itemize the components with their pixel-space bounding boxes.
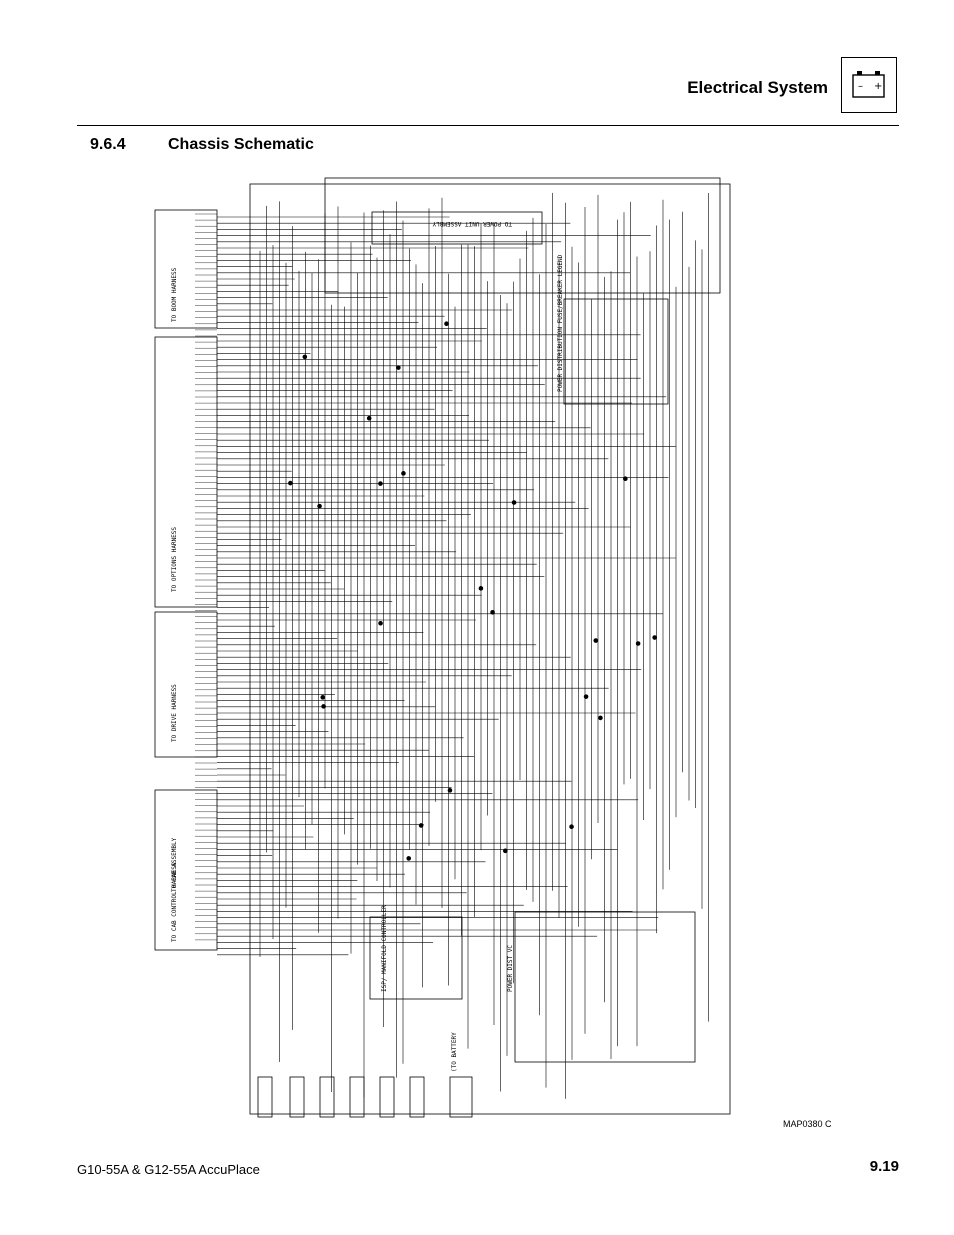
battery-label: (TO BATTERY: [451, 1032, 458, 1072]
wire-junction: [320, 695, 326, 700]
page-number: 9.19: [869, 1158, 899, 1175]
wire-junction: [317, 503, 322, 509]
wire-junction: [288, 480, 293, 486]
section-number: 9.6.4: [90, 136, 126, 153]
wire-junction: [623, 476, 628, 481]
harness-label-drive: TO DRIVE HARNESS: [171, 684, 178, 742]
wire-junction: [401, 471, 406, 476]
footer-model: G10-55A & G12-55A AccuPlace: [77, 1162, 260, 1177]
wire-junction: [418, 823, 424, 828]
wire-junction: [583, 694, 589, 699]
wire-junction: [302, 354, 308, 360]
wire-junction: [378, 481, 383, 486]
wire-junction: [511, 500, 517, 505]
power-dist-label: POWER DIST VC: [507, 945, 514, 992]
wire-junction: [406, 856, 412, 861]
power-unit-label: TO POWER UNIT ASSEMBLY: [432, 220, 512, 227]
wire-junction: [447, 788, 453, 793]
battery-icon: – +: [841, 57, 897, 113]
harness-label-cab-control: TO CAB CONTROL HARNESS: [171, 862, 178, 942]
figure-code: MAP0380 C: [783, 1119, 832, 1129]
wire-junction: [490, 609, 495, 615]
wire-junction: [478, 586, 484, 591]
fuse-legend-label: POWER DISTRIBUTION FUSE/BREAKER LEGEND: [557, 254, 564, 392]
wire-junction: [598, 715, 603, 721]
harness-label-boom: TO BOOM HARNESS: [171, 267, 178, 322]
wire-junction: [503, 848, 508, 854]
wire-junction: [569, 824, 574, 830]
header-divider: [77, 125, 899, 126]
chassis-schematic: TO BOOM HARNESS TO OPTIONS HARNESS TO DR…: [150, 172, 770, 1150]
wire-junction: [321, 704, 326, 709]
harness-label-cab-assembly: TO CAB ASSEMBLY: [171, 837, 178, 892]
wire-junction: [635, 641, 641, 646]
wire-junction: [652, 635, 657, 640]
wire-junction: [444, 321, 449, 327]
wire-junction: [396, 365, 401, 370]
section-title: Chassis Schematic: [168, 136, 314, 153]
chapter-title: Electrical System: [687, 78, 828, 97]
controller-label: ISP/ MANIFOLD CONTROLLER: [381, 905, 388, 992]
wire-junction: [378, 620, 383, 626]
wire-junction: [593, 638, 599, 643]
svg-text:+: +: [874, 81, 882, 92]
harness-label-options: TO OPTIONS HARNESS: [171, 527, 178, 592]
wire-junction: [366, 415, 372, 421]
svg-text:–: –: [858, 81, 863, 92]
